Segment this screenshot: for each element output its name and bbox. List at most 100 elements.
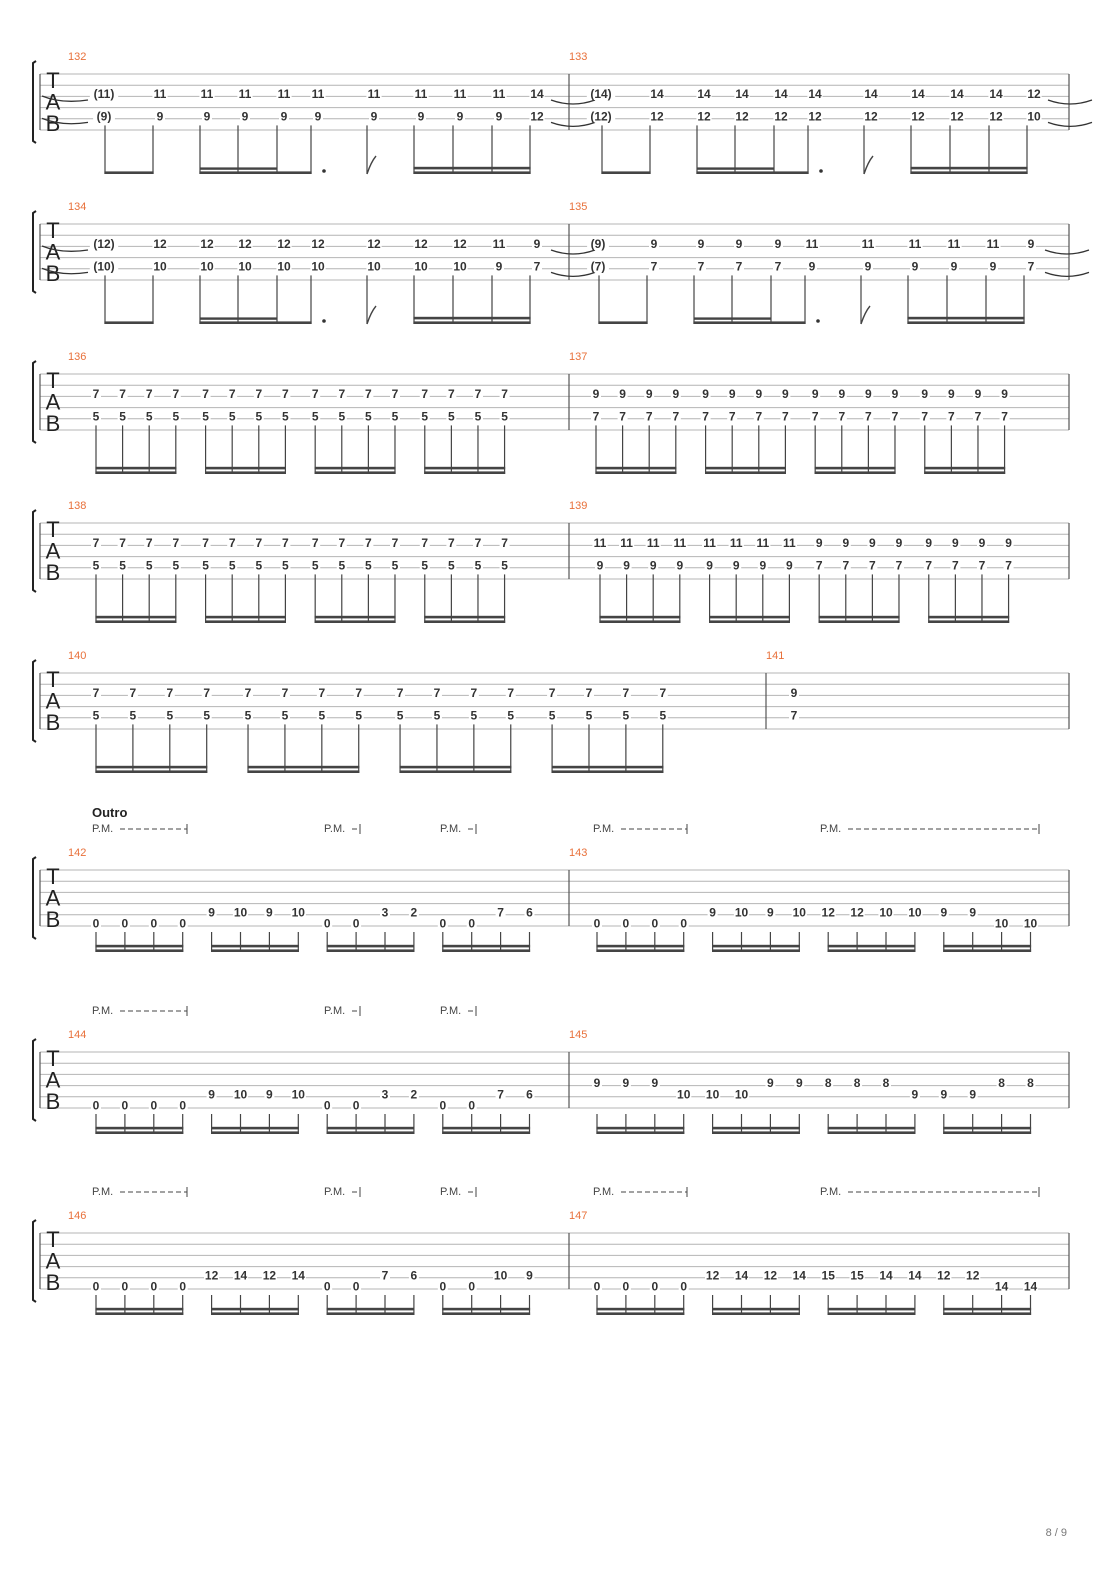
fret-bg: [996, 1077, 1007, 1090]
fret-number: 12: [530, 109, 544, 123]
fret-bg: [840, 559, 851, 572]
fret-number: 5: [421, 409, 428, 423]
tab-clef-letter: A: [46, 886, 61, 911]
fret-number: 14: [908, 1268, 922, 1282]
fret-number: 0: [439, 1099, 446, 1113]
fret-bg: [789, 687, 799, 699]
beam: [693, 321, 806, 324]
fret-number: 9: [1001, 387, 1008, 401]
beam: [827, 1126, 916, 1130]
fret-bg: [290, 1088, 306, 1101]
fret-bg: [867, 559, 878, 572]
beam: [924, 471, 1006, 474]
fret-number: 14: [735, 87, 749, 101]
measure-number: 142: [68, 847, 86, 859]
fret-number: 7: [312, 536, 319, 550]
fret-number: 11: [647, 536, 660, 550]
fret-bg: [889, 410, 900, 423]
fret-number: 7: [659, 686, 666, 700]
fret-number: 7: [534, 259, 541, 273]
beam: [247, 765, 360, 769]
fret-bg: [1022, 1280, 1039, 1293]
fret-bg: [644, 410, 655, 423]
fret-bg: [279, 110, 289, 123]
fret-number: 9: [809, 259, 816, 273]
beam: [907, 321, 1025, 324]
fret-bg: [91, 709, 101, 722]
fret-number: 5: [312, 409, 319, 423]
tab-clef-letter: B: [46, 261, 61, 286]
beam: [413, 321, 531, 324]
beam: [204, 620, 286, 623]
fret-bg: [395, 687, 406, 699]
fret-number: 9: [736, 237, 743, 251]
fret-bg: [199, 88, 215, 100]
fret-number: 9: [990, 259, 997, 273]
fret-bg: [472, 388, 483, 400]
fret-number: 5: [146, 409, 153, 423]
fret-bg: [201, 709, 212, 722]
fret-bg: [619, 537, 635, 549]
fret-number: 9: [940, 1087, 947, 1101]
fret-number: 7: [475, 536, 482, 550]
fret-bg: [446, 537, 457, 549]
fret-bg: [499, 559, 510, 572]
fret-bg: [237, 260, 253, 273]
fret-number: 0: [651, 917, 658, 931]
fret-bg: [765, 906, 776, 919]
fret-bg: [505, 709, 516, 722]
fret-number: 9: [892, 387, 899, 401]
fret-number: 7: [245, 686, 252, 700]
fret-bg: [152, 88, 168, 100]
fret-number: 7: [702, 409, 709, 423]
system-bracket: [32, 360, 37, 444]
fret-bg: [152, 260, 168, 273]
beam: [413, 166, 531, 170]
fret-number: 14: [808, 87, 822, 101]
fret-number: 5: [93, 558, 100, 572]
fret-bg: [144, 537, 155, 549]
fret-number: 11: [368, 87, 381, 101]
fret-number: 7: [497, 905, 504, 919]
fret-bg: [419, 388, 430, 400]
fret-bg: [202, 110, 212, 123]
tab-clef-letter: T: [46, 368, 59, 393]
fret-number: 9: [242, 109, 249, 123]
beam: [697, 167, 774, 170]
fret-number: 9: [775, 237, 782, 251]
fret-number: 7: [202, 536, 209, 550]
fret-number: 7: [729, 409, 736, 423]
fret-number: 5: [392, 409, 399, 423]
fret-number: (7): [591, 259, 606, 273]
fret-number: 9: [676, 558, 683, 572]
fret-number: 10: [311, 259, 325, 273]
fret-number: 9: [865, 259, 872, 273]
fret-number: 11: [454, 87, 467, 101]
measure-number: 144: [68, 1029, 86, 1041]
palm-mute-label: P.M.: [820, 1186, 841, 1198]
beam: [424, 471, 506, 474]
fret-number: 5: [365, 558, 372, 572]
fret-number: 0: [680, 1280, 687, 1294]
fret-number: 5: [166, 708, 173, 722]
fret-number: 7: [338, 536, 345, 550]
fret-number: 9: [208, 1087, 215, 1101]
fret-number: 11: [862, 237, 875, 251]
beam: [943, 949, 1032, 952]
fret-number: 12: [200, 237, 214, 251]
fret-bg: [591, 410, 601, 423]
fret-number: 12: [706, 1268, 720, 1282]
beam: [95, 1307, 184, 1311]
beam: [712, 1307, 800, 1311]
fret-bg: [237, 88, 253, 100]
fret-bg: [491, 238, 507, 250]
fret-number: 9: [940, 905, 947, 919]
fret-number: 12: [453, 237, 467, 251]
fret-bg: [773, 238, 783, 250]
fret-number: 7: [172, 387, 179, 401]
fret-bg: [863, 388, 874, 400]
measure-number: 133: [569, 51, 587, 63]
fret-number: 7: [229, 536, 236, 550]
fret-number: 7: [166, 686, 173, 700]
tab-clef-letter: T: [46, 1046, 59, 1071]
